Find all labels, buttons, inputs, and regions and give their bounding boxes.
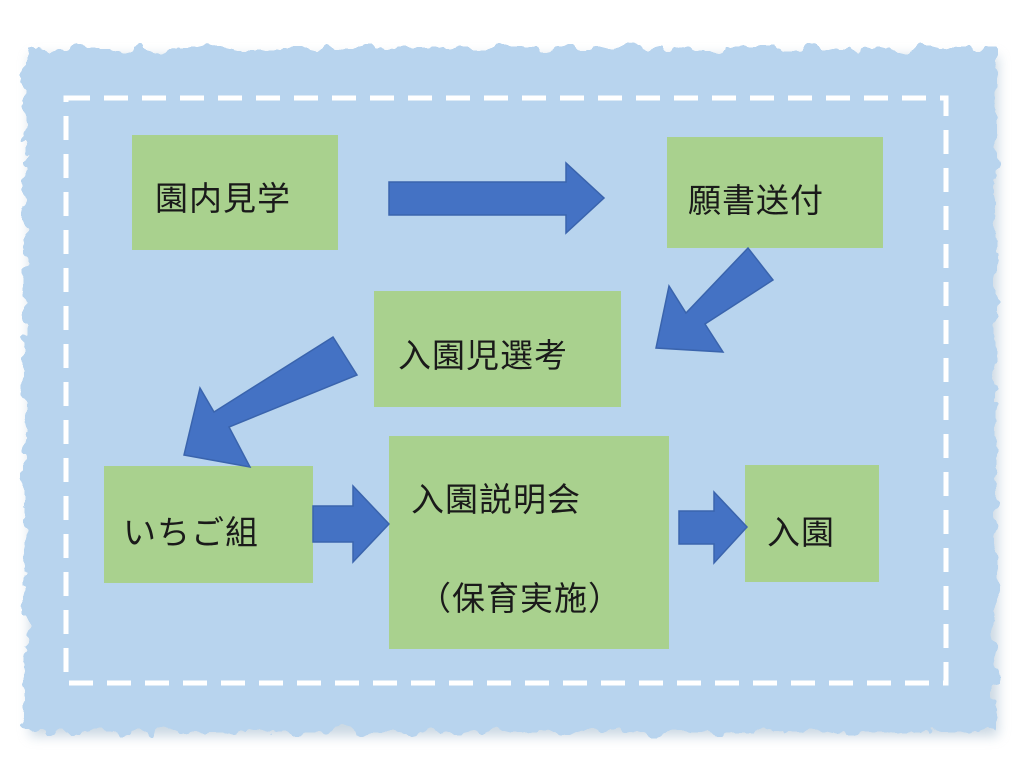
step-application-box (667, 137, 883, 248)
arrow-visit-to-application (388, 161, 606, 235)
arrow-application-to-selection (655, 246, 775, 353)
step-selection-label: 入園児選考 (398, 336, 568, 375)
step-admission-label: 入園 (767, 513, 835, 552)
arrow-selection-to-ichigo (183, 335, 359, 469)
step-visit-label: 園内見学 (155, 179, 291, 218)
arrow-ichigo-to-briefing (312, 484, 391, 564)
step-briefing-label-line2: （保育実施） (418, 579, 622, 618)
arrow-briefing-to-admission (678, 490, 749, 565)
step-briefing-label-line1: 入園説明会 (411, 480, 581, 519)
step-ichigo-box (104, 466, 313, 583)
step-admission-box (745, 465, 879, 582)
step-application-label: 願書送付 (688, 181, 824, 220)
step-visit-box (132, 135, 338, 250)
step-briefing-box (389, 436, 669, 649)
step-ichigo-label: いちご組 (123, 513, 259, 552)
dashed-frame (63, 95, 949, 686)
step-selection-box (374, 291, 621, 407)
